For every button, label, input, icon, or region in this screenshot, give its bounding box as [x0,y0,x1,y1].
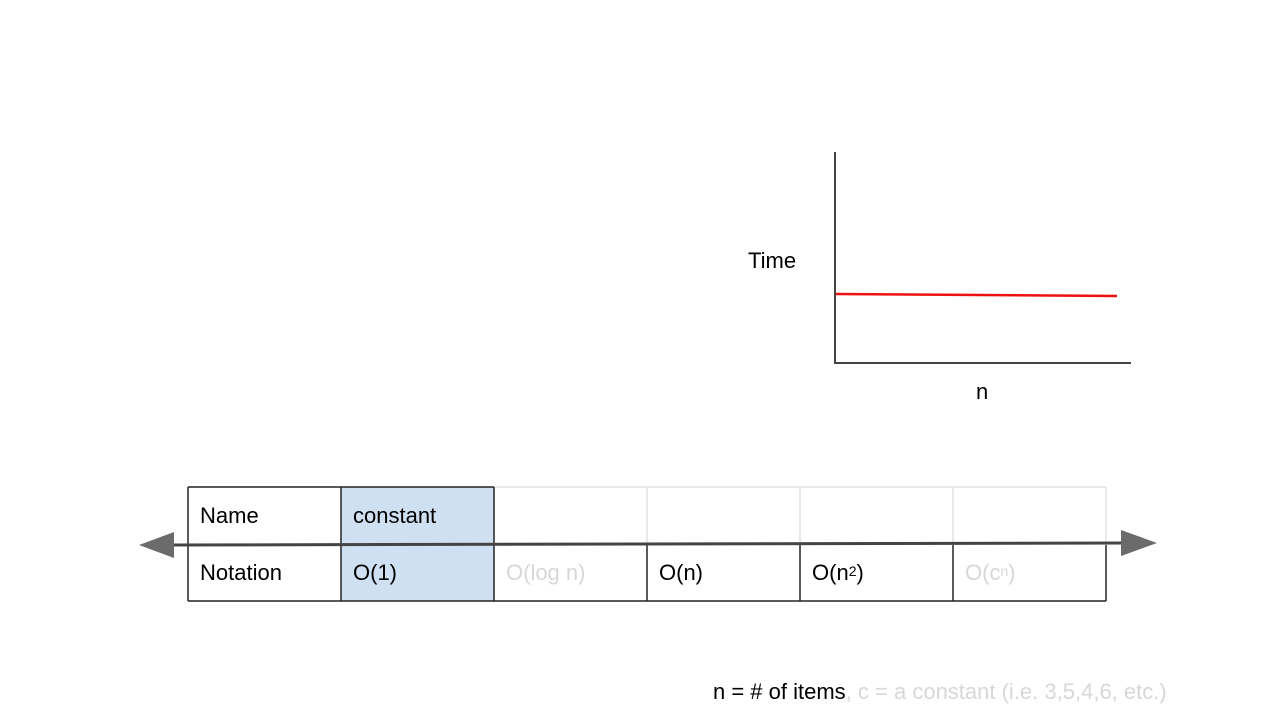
highlight-cell-name [341,487,494,545]
notation-on2-base: O(n [812,560,849,585]
notation-ocn-base: O(c [965,560,1001,585]
right-arrowhead-icon [1121,530,1157,556]
graph-y-label: Time [748,248,797,273]
footnote-main: n = # of items [713,679,846,704]
footnote: n = # of items, c = a constant (i.e. 3,5… [713,678,1167,706]
row-header-name: Name [200,503,259,528]
notation-on2-tail: ) [856,560,864,585]
notation-ocn-tail: ) [1008,560,1016,585]
constant-time-line [835,292,1118,298]
graph-x-label: n [976,379,989,404]
footnote-faded: , c = a constant (i.e. 3,5,4,6, etc.) [845,679,1167,704]
row-header-notation: Notation [200,560,282,585]
cell-notation-o1: O(1) [353,560,397,585]
highlight-cell-notation [341,545,494,601]
cell-name-constant: constant [353,503,437,528]
left-arrowhead-icon [139,532,174,558]
cell-notation-on: O(n) [659,560,703,585]
cell-notation-ologn: O(log n) [506,560,586,585]
timeline-arrow-shaft [167,541,1127,547]
